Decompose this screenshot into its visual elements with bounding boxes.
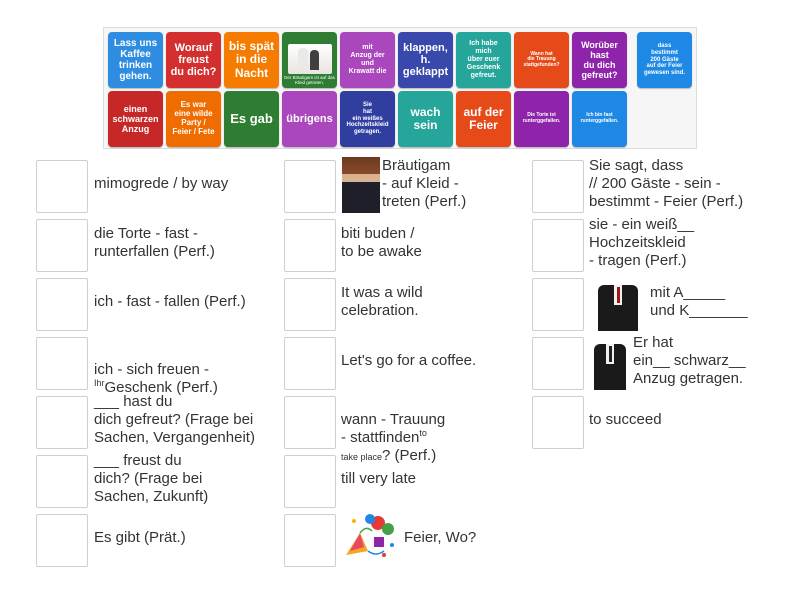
prompt-c2-r2: biti buden / to be awake bbox=[341, 225, 422, 260]
prompt-c1-r6: ___ freust du dich? (Frage bei Sachen, Z… bbox=[94, 452, 209, 505]
drop-slot-c3-r4[interactable] bbox=[532, 337, 584, 390]
prompt-c1-r4: ich - sich freuen -IhrGeschenk (Perf.) bbox=[94, 343, 218, 397]
tile-5[interactable]: klappen, h. geklappt bbox=[398, 32, 453, 88]
party-clipart-icon bbox=[340, 511, 400, 567]
tile-8[interactable]: Worüber hast du dich gefreut? bbox=[572, 32, 627, 88]
tile-12[interactable]: Es gab bbox=[224, 91, 279, 147]
tile-1[interactable]: Worauf freust du dich? bbox=[166, 32, 221, 88]
tile-10[interactable]: einen schwarzen Anzug bbox=[108, 91, 163, 147]
groom-photo-icon bbox=[342, 157, 380, 213]
tile-3[interactable]: Der Bräutigam ist auf das Kleid getreten… bbox=[282, 32, 337, 88]
prompt-c1-r1: mimogrede / by way bbox=[94, 175, 229, 192]
drop-slot-c1-r7[interactable] bbox=[36, 514, 88, 567]
drop-slot-c1-r2[interactable] bbox=[36, 219, 88, 272]
suit-tie-photo-icon bbox=[590, 275, 646, 331]
tile-9[interactable]: dass bestimmt 200 Gäste auf der Feier ge… bbox=[637, 32, 692, 88]
tile-4[interactable]: mit Anzug der und Krawatt die bbox=[340, 32, 395, 88]
prompt-c3-r1: Sie sagt, dass // 200 Gäste - sein - bes… bbox=[589, 157, 744, 210]
prompt-c1-r2: die Torte - fast - runterfallen (Perf.) bbox=[94, 225, 215, 260]
drop-slot-c3-r3[interactable] bbox=[532, 278, 584, 331]
tile-11[interactable]: Es war eine wilde Party / Feier / Fete bbox=[166, 91, 221, 147]
prompt-c3-r2: sie - ein weiß__ Hochzeitskleid - tragen… bbox=[589, 216, 695, 269]
drop-slot-c1-r6[interactable] bbox=[36, 455, 88, 508]
drop-slot-c2-r2[interactable] bbox=[284, 219, 336, 272]
prompt-c2-r4: Let's go for a coffee. bbox=[341, 352, 477, 369]
prompt-c3-r3: mit A_____ und K_______ bbox=[650, 284, 748, 319]
drop-slot-c1-r5[interactable] bbox=[36, 396, 88, 449]
prompt-c1-r4-sup: Ihr bbox=[94, 378, 105, 388]
tile-0[interactable]: Lass uns Kaffee trinken gehen. bbox=[108, 32, 163, 88]
drop-slot-c1-r4[interactable] bbox=[36, 337, 88, 390]
prompt-c1-r5: ___ hast du dich gefreut? (Frage bei Sac… bbox=[94, 393, 255, 446]
drop-slot-c2-r6[interactable] bbox=[284, 455, 336, 508]
tile-14[interactable]: Sie hat ein weißes Hochzeitskleid getrag… bbox=[340, 91, 395, 147]
tile-7[interactable]: Wann hat die Trauung stattgefunden? bbox=[514, 32, 569, 88]
drop-slot-c1-r1[interactable] bbox=[36, 160, 88, 213]
prompt-c2-r5-post: ? (Perf.) bbox=[382, 447, 437, 464]
black-suit-photo-icon bbox=[590, 334, 630, 390]
prompt-c3-r5: to succeed bbox=[589, 411, 662, 428]
groom-bride-photo-icon bbox=[287, 44, 332, 75]
prompt-c2-r7: Feier, Wo? bbox=[404, 529, 477, 546]
drop-slot-c3-r5[interactable] bbox=[532, 396, 584, 449]
tile-6[interactable]: Ich habe mich über euer Geschenk gefreut… bbox=[456, 32, 511, 88]
tile-2[interactable]: bis spät in die Nacht bbox=[224, 32, 279, 88]
prompt-c1-r4-line2: Geschenk (Perf.) bbox=[104, 379, 218, 396]
drop-slot-c3-r2[interactable] bbox=[532, 219, 584, 272]
prompt-c2-r5-sub: take place bbox=[341, 452, 383, 462]
prompt-c1-r3: ich - fast - fallen (Perf.) bbox=[94, 293, 246, 310]
prompt-c3-r4: Er hat ein__ schwarz__ Anzug getragen. bbox=[633, 334, 746, 387]
tile-16[interactable]: auf der Feier bbox=[456, 91, 511, 147]
prompt-c1-r4-line1: ich - sich freuen - bbox=[94, 361, 210, 378]
tile-13[interactable]: übrigens bbox=[282, 91, 337, 147]
prompt-c2-r3: It was a wild celebration. bbox=[341, 284, 423, 319]
prompt-c2-r5: wann - Trauung - stattfindento take place… bbox=[341, 393, 445, 466]
drop-slot-c1-r3[interactable] bbox=[36, 278, 88, 331]
drop-slot-c2-r7[interactable] bbox=[284, 514, 336, 567]
drop-slot-c2-r4[interactable] bbox=[284, 337, 336, 390]
drop-slot-c2-r5[interactable] bbox=[284, 396, 336, 449]
prompt-c2-r5-sup: to bbox=[419, 428, 427, 438]
drop-slot-c2-r1[interactable] bbox=[284, 160, 336, 213]
answer-tile-bank: Lass uns Kaffee trinken gehen. Worauf fr… bbox=[103, 27, 697, 149]
tile-18[interactable]: Ich bin fast runterggefallen. bbox=[572, 91, 627, 147]
prompt-c2-r1: Bräutigam - auf Kleid - treten (Perf.) bbox=[382, 157, 467, 210]
prompt-c2-r5-main: wann - Trauung - stattfinden bbox=[341, 411, 446, 446]
prompt-c2-r6: till very late bbox=[341, 470, 417, 487]
tile-17[interactable]: Die Torte ist runterggefallen. bbox=[514, 91, 569, 147]
drop-slot-c2-r3[interactable] bbox=[284, 278, 336, 331]
prompt-c1-r7: Es gibt (Prät.) bbox=[94, 529, 186, 546]
tile-15[interactable]: wach sein bbox=[398, 91, 453, 147]
drop-slot-c3-r1[interactable] bbox=[532, 160, 584, 213]
